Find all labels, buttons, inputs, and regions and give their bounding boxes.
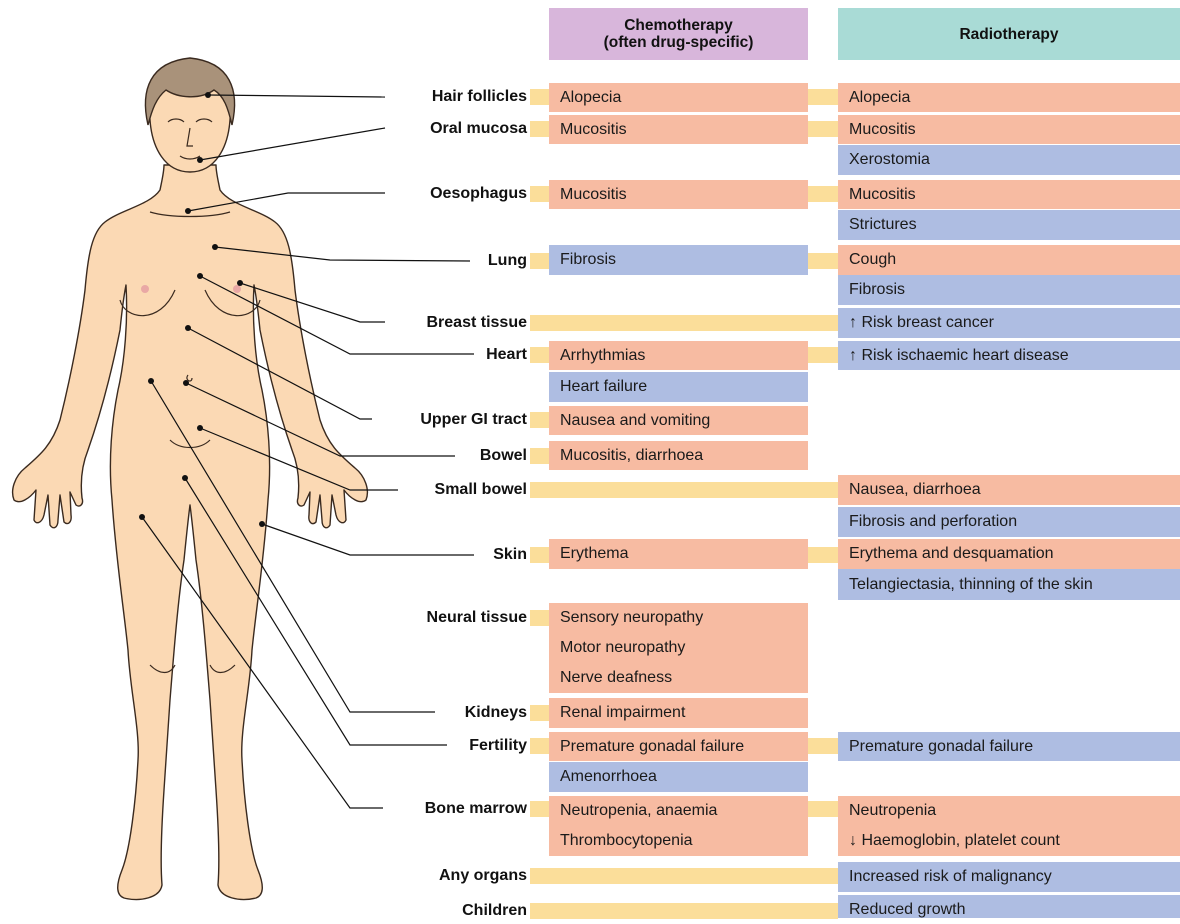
chemo-effect-cell: Nerve deafness [549,663,808,693]
chemo-effect-cell: Mucositis, diarrhoea [549,441,808,470]
organ-label-children: Children [462,898,527,924]
radiotherapy-header: Radiotherapy [838,8,1180,60]
connector [530,610,549,626]
radio-effect-cell: Alopecia [838,83,1180,112]
organ-label-breast-tissue: Breast tissue [427,310,528,336]
connector [808,801,838,817]
organ-label-small-bowel: Small bowel [435,477,527,503]
connector [808,186,838,202]
connector [530,705,549,721]
chemo-effect-cell: Mucositis [549,115,808,144]
chemotherapy-header: Chemotherapy (often drug-specific) [549,8,808,60]
radio-effect-cell: Strictures [838,210,1180,240]
connector [530,482,838,498]
connector [530,868,838,884]
connector [530,121,549,137]
organ-label-bone-marrow: Bone marrow [425,796,527,822]
organ-label-oesophagus: Oesophagus [430,181,527,207]
organ-label-upper-gi-tract: Upper GI tract [420,407,527,433]
chemo-effect-cell: Sensory neuropathy [549,603,808,633]
connector [530,903,838,919]
radio-effect-cell: ↓ Haemoglobin, platelet count [838,826,1180,856]
connector [808,89,838,105]
radio-effect-cell: Neutropenia [838,796,1180,826]
organ-label-bowel: Bowel [480,443,527,469]
chemo-effect-cell: Premature gonadal failure [549,732,808,761]
chemo-effect-cell: Arrhythmias [549,341,808,370]
radio-effect-cell: Fibrosis and perforation [838,507,1180,537]
chemo-effect-cell: Erythema [549,539,808,569]
organ-label-skin: Skin [493,542,527,568]
chemo-effect-cell: Mucositis [549,180,808,209]
connector [530,448,549,464]
radio-effect-cell: Nausea, diarrhoea [838,475,1180,505]
connector [530,186,549,202]
radio-effect-cell: Fibrosis [838,275,1180,305]
connector [808,253,838,269]
connector [808,347,838,363]
connector [530,801,549,817]
radio-effect-cell: Erythema and desquamation [838,539,1180,569]
chemo-effect-cell: Alopecia [549,83,808,112]
chemo-effect-cell: Nausea and vomiting [549,406,808,435]
chemo-effect-cell: Amenorrhoea [549,762,808,792]
connector [530,738,549,754]
radio-effect-cell: Telangiectasia, thinning of the skin [838,569,1180,600]
radio-effect-cell: Premature gonadal failure [838,732,1180,761]
radio-effect-cell: Mucositis [838,180,1180,209]
connector [808,547,838,563]
organ-label-any-organs: Any organs [439,863,527,889]
radio-effect-cell: Reduced growth [838,895,1180,918]
organ-label-hair-follicles: Hair follicles [432,84,527,110]
radio-effect-cell: Xerostomia [838,145,1180,175]
connector [530,89,549,105]
radio-effect-cell: ↑ Risk ischaemic heart disease [838,341,1180,370]
chemo-effect-cell: Motor neuropathy [549,633,808,663]
organ-label-lung: Lung [488,248,527,274]
radio-effect-cell: Increased risk of malignancy [838,862,1180,892]
organ-label-heart: Heart [486,342,527,368]
chemo-effect-cell: Fibrosis [549,245,808,275]
chemo-effect-cell: Thrombocytopenia [549,826,808,856]
organ-label-fertility: Fertility [469,733,527,759]
radio-effect-cell: ↑ Risk breast cancer [838,308,1180,338]
connector [530,547,549,563]
radio-effect-cell: Cough [838,245,1180,275]
organ-label-oral-mucosa: Oral mucosa [430,116,527,142]
connector [808,738,838,754]
chemo-effect-cell: Heart failure [549,372,808,402]
chemo-effect-cell: Renal impairment [549,698,808,728]
organ-label-kidneys: Kidneys [465,700,527,726]
radio-effect-cell: Mucositis [838,115,1180,144]
connector [530,253,549,269]
connector [530,412,549,428]
organ-label-neural-tissue: Neural tissue [427,605,527,631]
connector [808,121,838,137]
connector [530,315,838,331]
chemo-effect-cell: Neutropenia, anaemia [549,796,808,826]
connector [530,347,549,363]
